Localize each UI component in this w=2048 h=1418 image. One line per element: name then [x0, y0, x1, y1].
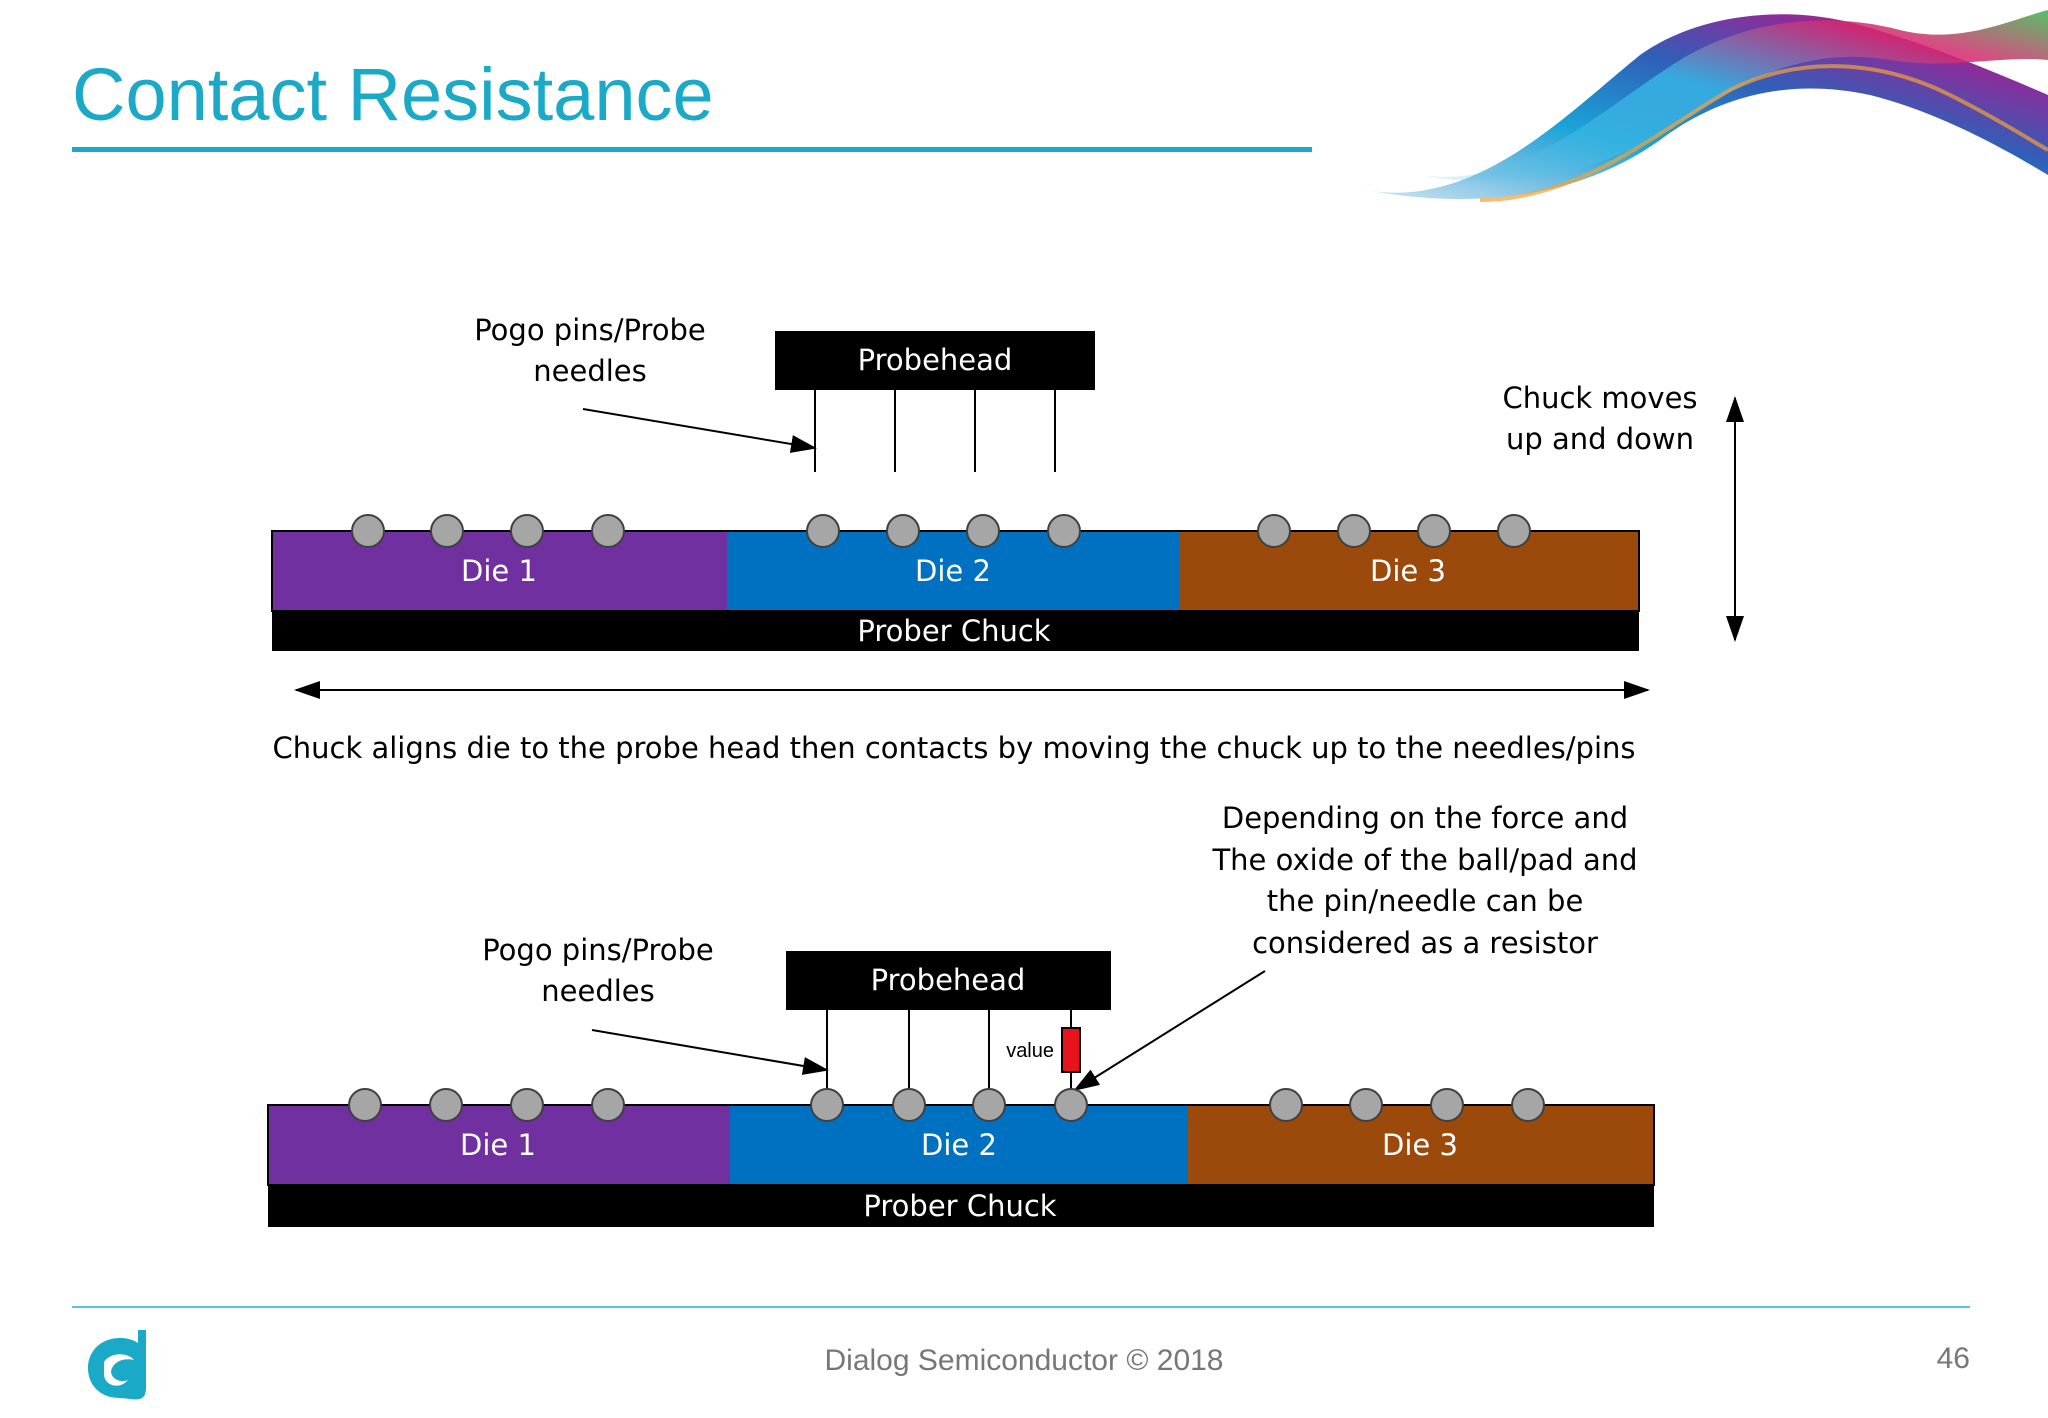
top-vertical-label-line1: Chuck moves — [1502, 381, 1697, 415]
top-solder-balls — [351, 514, 1531, 548]
bottom-probehead — [786, 951, 1111, 1010]
top-pins-label-line1: Pogo pins/Probe — [474, 313, 706, 347]
bottom-note-line3: the pin/needle can be — [1267, 884, 1584, 918]
bottom-note-pointer-arrow — [1073, 970, 1266, 1092]
bottom-prober-chuck-label: Prober Chuck — [863, 1189, 1056, 1223]
top-pins-label-line2: needles — [533, 354, 646, 388]
top-pins-pointer-arrow — [582, 408, 817, 453]
top-die-3 — [1179, 531, 1639, 611]
top-diagram: Pogo pins/Probe needles Probehead Chuck … — [271, 313, 1744, 765]
top-prober-chuck-label: Prober Chuck — [857, 614, 1050, 648]
slide-title: Contact Resistance — [72, 53, 714, 136]
top-die-1-label: Die 1 — [461, 554, 537, 588]
bottom-note-line1: Depending on the force and — [1222, 801, 1628, 835]
bottom-probehead-label: Probehead — [871, 963, 1026, 997]
bottom-pins-pointer-arrow — [591, 1029, 829, 1075]
bottom-die-1 — [268, 1105, 730, 1185]
bottom-die-1-label: Die 1 — [460, 1128, 536, 1162]
bottom-pins-label-line1: Pogo pins/Probe — [482, 933, 714, 967]
title-underline — [72, 147, 1312, 152]
page-number: 46 — [1936, 1342, 1970, 1375]
bottom-die-2 — [730, 1105, 1188, 1185]
bottom-die-2-label: Die 2 — [921, 1128, 997, 1162]
bottom-note-line2: The oxide of the ball/pad and — [1211, 843, 1637, 877]
footer-divider — [72, 1306, 1970, 1308]
bottom-probe-needles — [826, 1010, 1072, 1092]
top-probe-needles — [814, 390, 1056, 472]
top-die-2-label: Die 2 — [915, 554, 991, 588]
top-die-3-label: Die 3 — [1370, 554, 1446, 588]
top-die-2 — [727, 531, 1179, 611]
resistor-icon — [1061, 1027, 1081, 1073]
bottom-die-3-label: Die 3 — [1382, 1128, 1458, 1162]
footer-copyright: Dialog Semiconductor © 2018 — [824, 1344, 1224, 1377]
top-caption: Chuck aligns die to the probe head then … — [272, 731, 1635, 765]
top-vertical-label-line2: up and down — [1506, 422, 1694, 456]
top-die-1 — [272, 531, 727, 611]
bottom-note-line4: considered as a resistor — [1252, 926, 1598, 960]
ribbon-swoosh-icon — [1355, 10, 2048, 202]
bottom-pins-label-line2: needles — [541, 974, 654, 1008]
bottom-die-3 — [1188, 1105, 1654, 1185]
bottom-diagram: Depending on the force and The oxide of … — [267, 801, 1655, 1227]
bottom-solder-balls — [348, 1088, 1545, 1122]
bottom-prober-chuck — [268, 1185, 1654, 1227]
resistor-value-label: value — [1006, 1040, 1054, 1062]
top-prober-chuck — [272, 611, 1639, 651]
dialog-logo-icon — [88, 1330, 146, 1400]
top-probehead — [775, 331, 1095, 390]
top-probehead-label: Probehead — [858, 343, 1013, 377]
